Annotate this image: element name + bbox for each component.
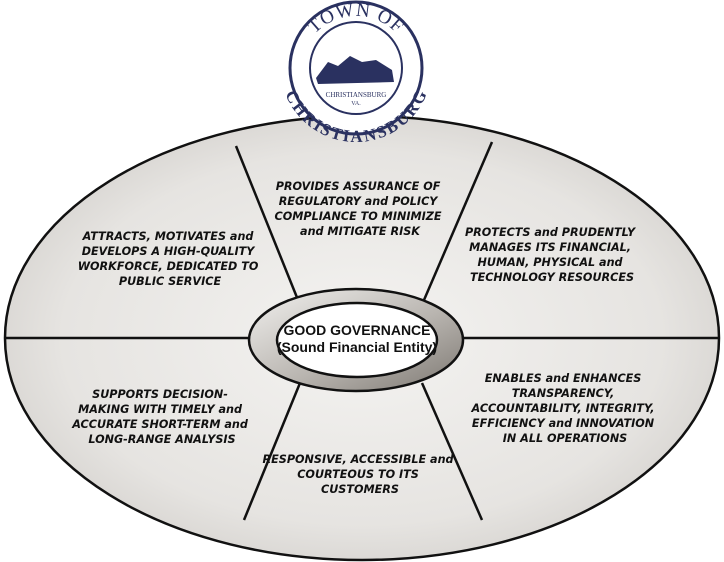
- segment-top: PROVIDES ASSURANCE OF REGULATORY and POL…: [275, 180, 446, 238]
- divider-lines: [5, 141, 719, 521]
- segment-bottom-left: SUPPORTS DECISION- MAKING WITH TIMELY an…: [71, 388, 252, 446]
- segment-top-right: PROTECTS and PRUDENTLY MANAGES ITS FINAN…: [465, 226, 639, 284]
- segment-bottom-right: ENABLES and ENHANCES TRANSPARENCY, ACCOU…: [471, 372, 659, 445]
- segment-bottom: RESPONSIVE, ACCESSIBLE and COURTEOUS TO …: [263, 453, 458, 496]
- town-seal: TOWN OF CHRISTIANSBURG CHRISTIANSBURG VA…: [281, 0, 430, 146]
- seal-inner-text: CHRISTIANSBURG: [326, 91, 387, 99]
- mountains-icon: [316, 56, 394, 84]
- seal-inner-sub: VA.: [351, 101, 361, 107]
- center-subtitle: (Sound Financial Entity): [277, 339, 437, 355]
- segment-top-left: ATTRACTS, MOTIVATES and DEVELOPS A HIGH-…: [78, 230, 263, 288]
- center-title: GOOD GOVERNANCE: [283, 322, 430, 338]
- center-ellipse: [275, 301, 439, 379]
